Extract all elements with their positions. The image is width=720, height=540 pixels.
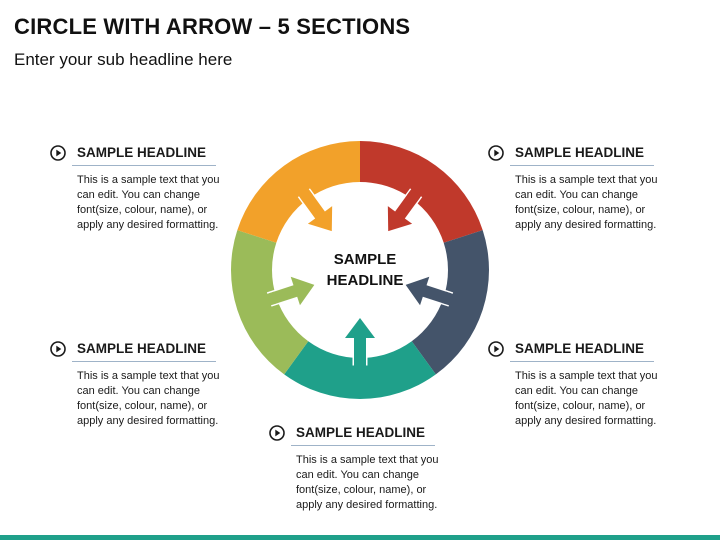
headline-divider	[291, 445, 435, 446]
section-body: This is a sample text that you can edit.…	[296, 454, 439, 511]
page-subtitle: Enter your sub headline here	[14, 50, 233, 69]
headline-divider	[510, 165, 654, 166]
section-body: This is a sample text that you can edit.…	[77, 370, 220, 427]
section-block-top-right: SAMPLE HEADLINE This is a sample text th…	[488, 143, 668, 231]
arrow-orange	[297, 188, 334, 234]
bottom-accent-bar	[0, 535, 720, 540]
section-body: This is a sample text that you can edit.…	[77, 174, 220, 231]
play-circle-icon	[488, 341, 504, 357]
arrow-green	[266, 274, 317, 309]
section-headline: SAMPLE HEADLINE	[77, 145, 207, 160]
play-circle-icon	[269, 425, 285, 441]
headline-divider	[72, 165, 216, 166]
headline-divider	[72, 361, 216, 362]
section-block-bottom-center: SAMPLE HEADLINE This is a sample text th…	[269, 423, 449, 511]
section-block-bottom-right: SAMPLE HEADLINE This is a sample text th…	[488, 339, 668, 427]
section-block-bottom-left: SAMPLE HEADLINE This is a sample text th…	[50, 339, 230, 427]
section-headline: SAMPLE HEADLINE	[515, 145, 645, 160]
play-circle-icon	[50, 341, 66, 357]
section-body: This is a sample text that you can edit.…	[515, 370, 658, 427]
section-block-top-left: SAMPLE HEADLINE This is a sample text th…	[50, 143, 230, 231]
ring-segment-orange	[237, 141, 360, 243]
page-title: CIRCLE WITH ARROW – 5 SECTIONS	[14, 14, 411, 39]
ring-segment-red	[360, 141, 483, 243]
section-headline: SAMPLE HEADLINE	[77, 341, 207, 356]
center-label-line1: SAMPLE	[333, 251, 397, 268]
arrow-red	[386, 188, 423, 234]
headline-divider	[510, 361, 654, 362]
play-circle-icon	[488, 145, 504, 161]
section-headline: SAMPLE HEADLINE	[296, 425, 426, 440]
center-label-line2: HEADLINE	[326, 272, 404, 289]
section-headline: SAMPLE HEADLINE	[515, 341, 645, 356]
play-circle-icon	[50, 145, 66, 161]
section-body: This is a sample text that you can edit.…	[515, 174, 658, 231]
center-label: SAMPLE HEADLINE	[310, 249, 420, 291]
arrow-teal	[342, 315, 378, 366]
ring-segment-teal	[284, 341, 436, 399]
arrow-slate	[403, 274, 454, 309]
